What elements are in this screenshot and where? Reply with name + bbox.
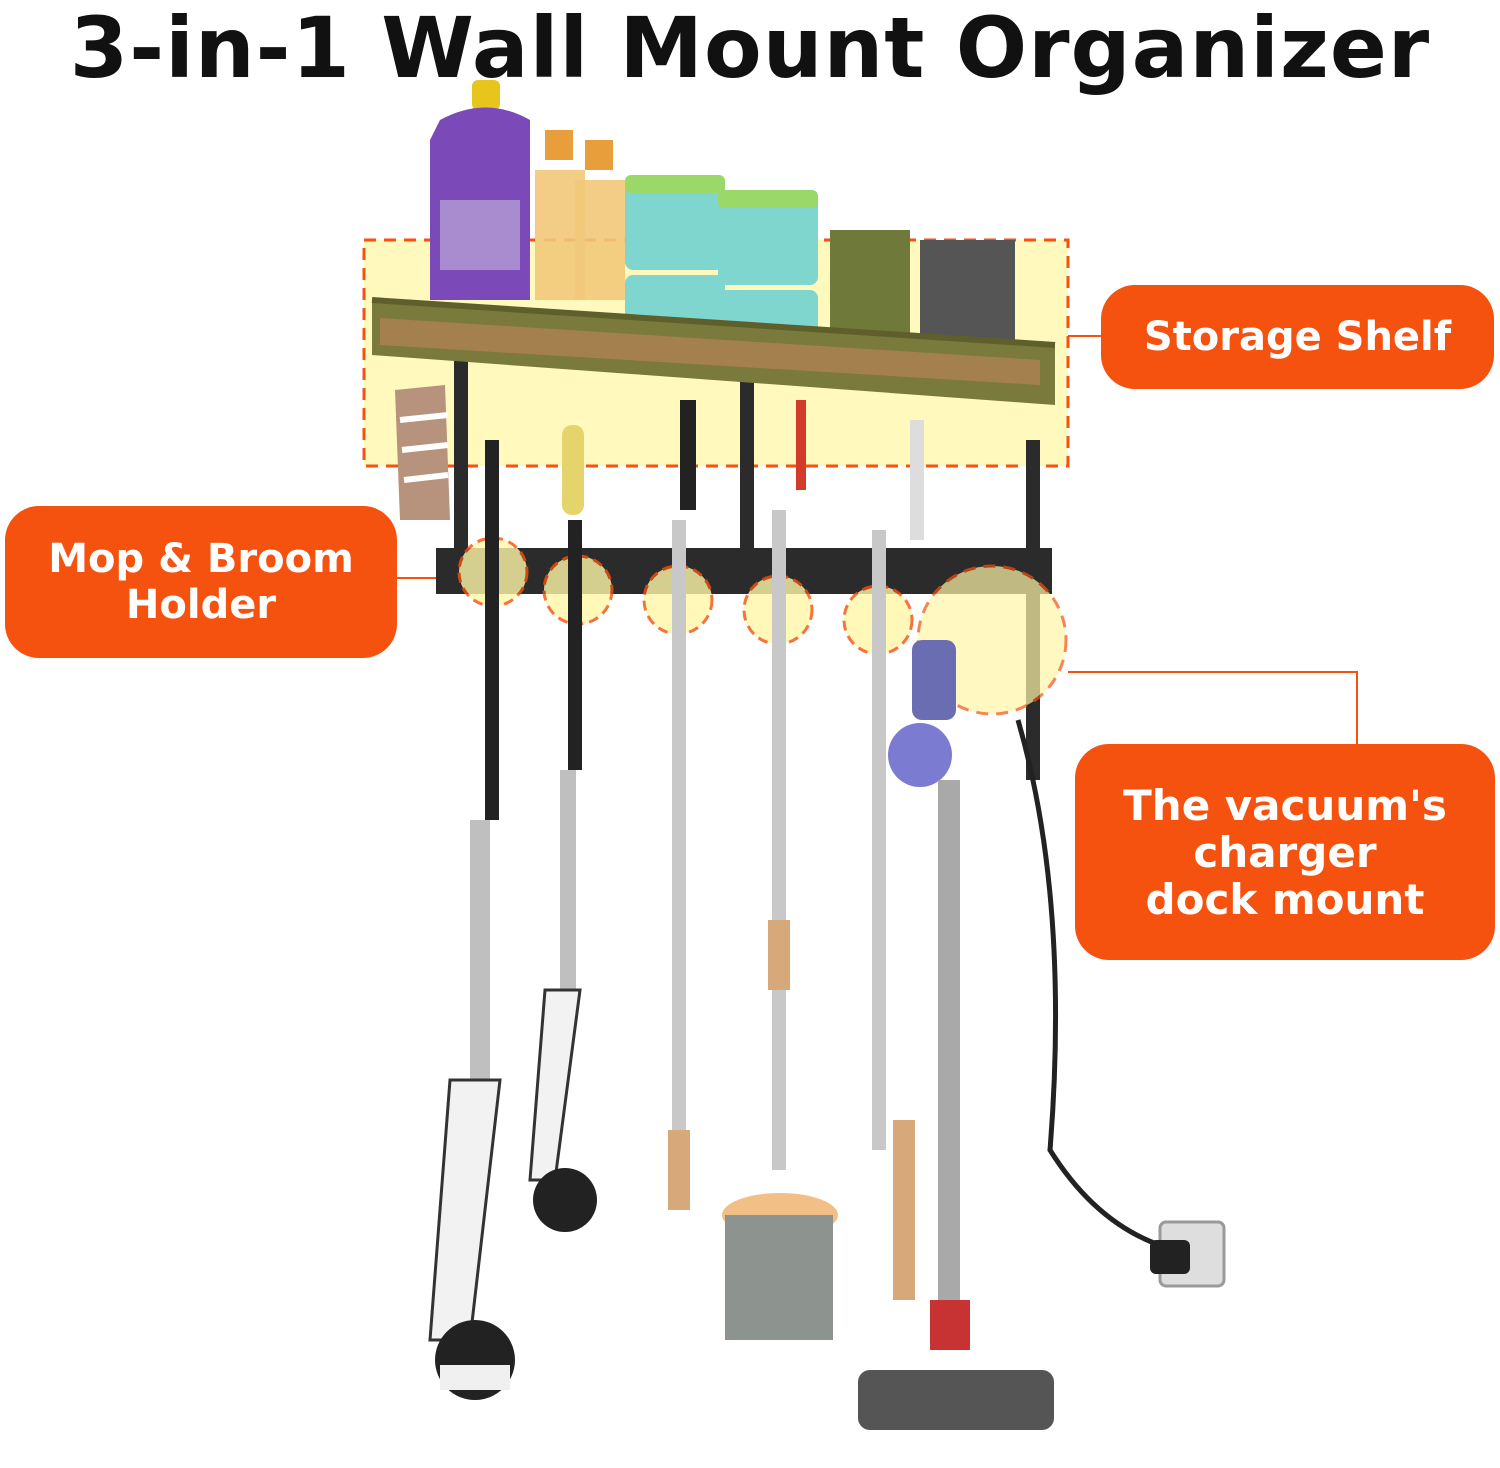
storage-shelf bbox=[371, 297, 1056, 405]
cleaner-bottle-icon bbox=[430, 80, 530, 300]
mop-holder-label-line2: Holder bbox=[125, 582, 277, 628]
grill-brush-icon bbox=[680, 400, 696, 510]
mop-pole-icon bbox=[668, 520, 690, 1210]
towel-icon bbox=[395, 385, 450, 520]
dock-mount-callout: The vacuum's charger dock mount bbox=[1075, 744, 1495, 960]
scrubber-2-icon bbox=[528, 520, 597, 1232]
left-rail bbox=[454, 360, 468, 590]
white-brush-icon bbox=[910, 420, 924, 540]
scrubber-icon bbox=[428, 440, 515, 1400]
spray-bottle-icon bbox=[535, 130, 625, 300]
dock-connector-line bbox=[1068, 671, 1358, 744]
mop-holder-label-line1: Mop & Broom bbox=[48, 536, 354, 582]
red-brush-icon bbox=[796, 400, 806, 490]
dock-label-line1: The vacuum's bbox=[1123, 780, 1447, 830]
wall-outlet-icon bbox=[1150, 1220, 1226, 1288]
dock-label-line2: charger bbox=[1193, 827, 1377, 877]
center-rail bbox=[740, 380, 754, 570]
vacuum-icon bbox=[858, 640, 1176, 1430]
dock-label-line3: dock mount bbox=[1145, 874, 1425, 924]
broom-icon bbox=[722, 510, 838, 1340]
duster-icon bbox=[562, 425, 584, 515]
page-title: 3-in-1 Wall Mount Organizer bbox=[69, 0, 1431, 97]
mop-holder-callout: Mop & Broom Holder bbox=[5, 506, 397, 658]
storage-shelf-callout: Storage Shelf bbox=[1101, 285, 1494, 389]
storage-shelf-label: Storage Shelf bbox=[1143, 314, 1452, 360]
squeegee-icon bbox=[872, 530, 915, 1300]
